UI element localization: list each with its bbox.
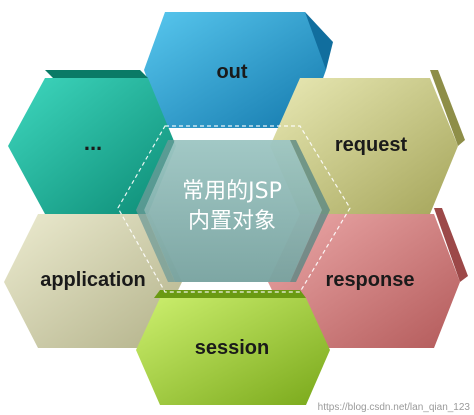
- hexagon-request-label: request: [335, 134, 408, 156]
- hexagon-response-label: response: [326, 269, 415, 291]
- hexagon-application-label: application: [40, 269, 146, 291]
- hexagon-request-shape: [270, 78, 458, 214]
- hexagon-more-shape: [8, 78, 176, 214]
- hexagon-more-label: ...: [84, 130, 102, 155]
- hexagon-request: request: [270, 70, 465, 214]
- hexagon-session-shape: [136, 298, 330, 405]
- hexagon-session-side: [154, 290, 306, 298]
- hexagon-out: out: [144, 12, 333, 128]
- hexagon-response-shape: [268, 214, 460, 348]
- hexagon-application: application: [4, 214, 182, 348]
- hexagon-more: ...: [8, 70, 176, 214]
- center-title-line2: 内置对象: [188, 209, 276, 234]
- hexagon-response-side: [434, 208, 468, 282]
- hexagon-more-side: [45, 70, 148, 78]
- center-title-line1: 常用的JSP: [182, 179, 282, 204]
- hexagon-request-side: [430, 70, 465, 146]
- hexagon-out-shape: [144, 12, 326, 128]
- center-left-shade: [136, 140, 175, 282]
- hexagon-response: response: [268, 208, 468, 348]
- center-dashed-outline: [117, 125, 351, 293]
- center-shape: [144, 140, 322, 282]
- hexagon-session: session: [136, 290, 330, 405]
- watermark: https://blog.csdn.net/lan_qian_123: [318, 402, 471, 413]
- hexagon-session-label: session: [195, 337, 269, 359]
- center-right-shade: [290, 140, 330, 282]
- hexagon-out-label: out: [216, 61, 247, 83]
- hexagon-application-shape: [4, 214, 182, 348]
- hexagon-center: 常用的JSP 内置对象: [117, 125, 351, 293]
